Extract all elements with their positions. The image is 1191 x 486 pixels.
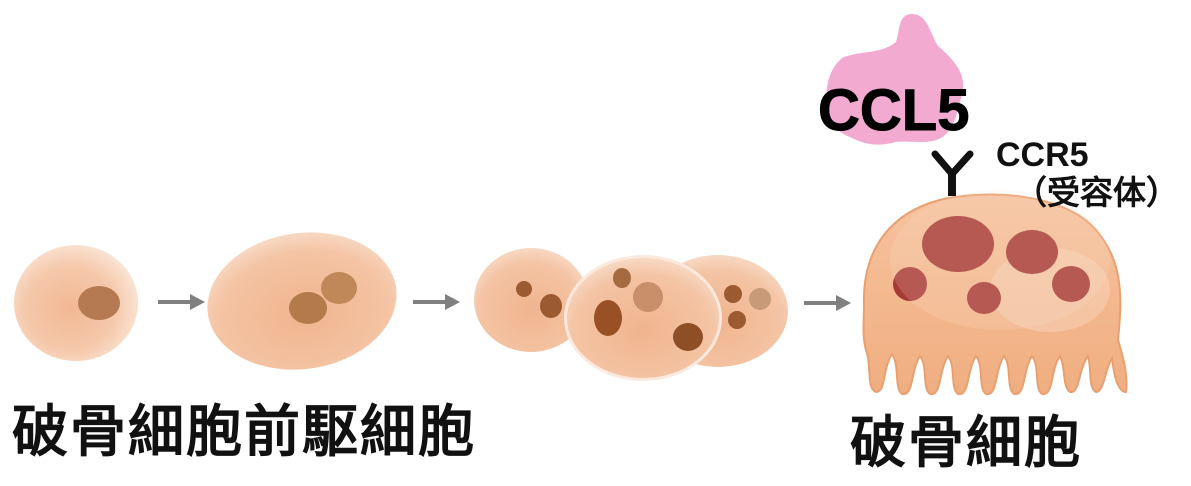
- nucleus: [594, 300, 622, 336]
- nucleus: [893, 267, 927, 301]
- nucleus: [289, 292, 327, 324]
- nucleus: [673, 323, 703, 351]
- osteoclast-cell: [862, 190, 1128, 396]
- right-arrow-icon: [413, 294, 460, 310]
- y-shaped-receptor-icon: [931, 150, 974, 196]
- precursor-cell-2: [207, 232, 397, 370]
- osteoclast-label: 破骨細胞: [850, 411, 1082, 476]
- nucleus: [1052, 266, 1090, 302]
- nucleus: [633, 282, 663, 312]
- nucleus: [967, 282, 1001, 314]
- nucleus: [922, 216, 994, 272]
- receptor-label: （受容体）: [1014, 173, 1179, 212]
- right-arrow-icon: [804, 295, 851, 311]
- nucleus: [1006, 230, 1058, 274]
- precursor-label: 破骨細胞前駆細胞: [12, 400, 476, 465]
- nucleus: [78, 286, 120, 320]
- ligand-blob-icon: [826, 14, 964, 145]
- right-arrow-icon: [158, 294, 205, 310]
- fusing-cells: [474, 248, 788, 381]
- nucleus: [613, 268, 631, 288]
- precursor-cell-1: [14, 245, 138, 361]
- nucleus: [321, 272, 357, 304]
- ccl5-label: CCL5: [817, 78, 970, 143]
- ccr5-label: CCR5: [996, 136, 1089, 174]
